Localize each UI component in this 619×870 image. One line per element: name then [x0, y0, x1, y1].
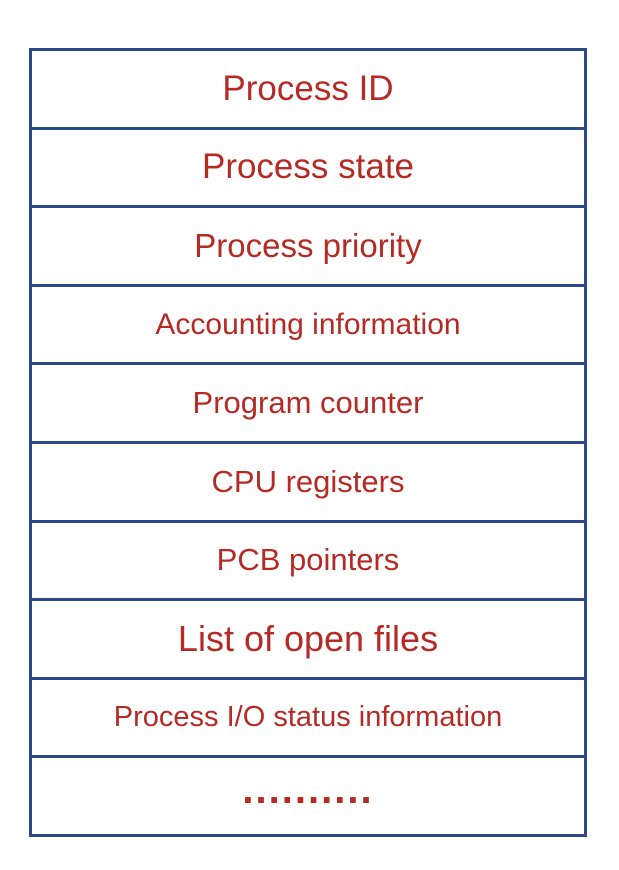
pcb-row-label: Process priority [194, 226, 422, 264]
pcb-row-process-io-status: Process I/O status information [32, 680, 584, 759]
pcb-row-label: CPU registers [211, 463, 405, 499]
pcb-table: Process ID Process state Process priorit… [29, 48, 587, 837]
ellipsis-dots: .......... [242, 768, 374, 813]
pcb-row-label: List of open files [177, 617, 439, 659]
pcb-row-label: Program counter [192, 385, 424, 421]
pcb-row-process-priority: Process priority [32, 208, 584, 287]
pcb-row-label: PCB pointers [216, 542, 400, 578]
pcb-row-ellipsis: .......... [32, 758, 584, 834]
pcb-row-label: Process ID [222, 68, 394, 108]
pcb-row-program-counter: Program counter [32, 365, 584, 444]
pcb-row-list-of-open-files: List of open files [32, 601, 584, 680]
pcb-row-cpu-registers: CPU registers [32, 444, 584, 523]
pcb-row-accounting-information: Accounting information [32, 287, 584, 366]
pcb-row-label: Process I/O status information [113, 701, 503, 734]
pcb-row-label: Process state [201, 147, 415, 187]
pcb-row-process-state: Process state [32, 130, 584, 209]
pcb-row-pcb-pointers: PCB pointers [32, 523, 584, 602]
pcb-row-label: Accounting information [155, 307, 461, 341]
pcb-row-process-id: Process ID [32, 51, 584, 130]
